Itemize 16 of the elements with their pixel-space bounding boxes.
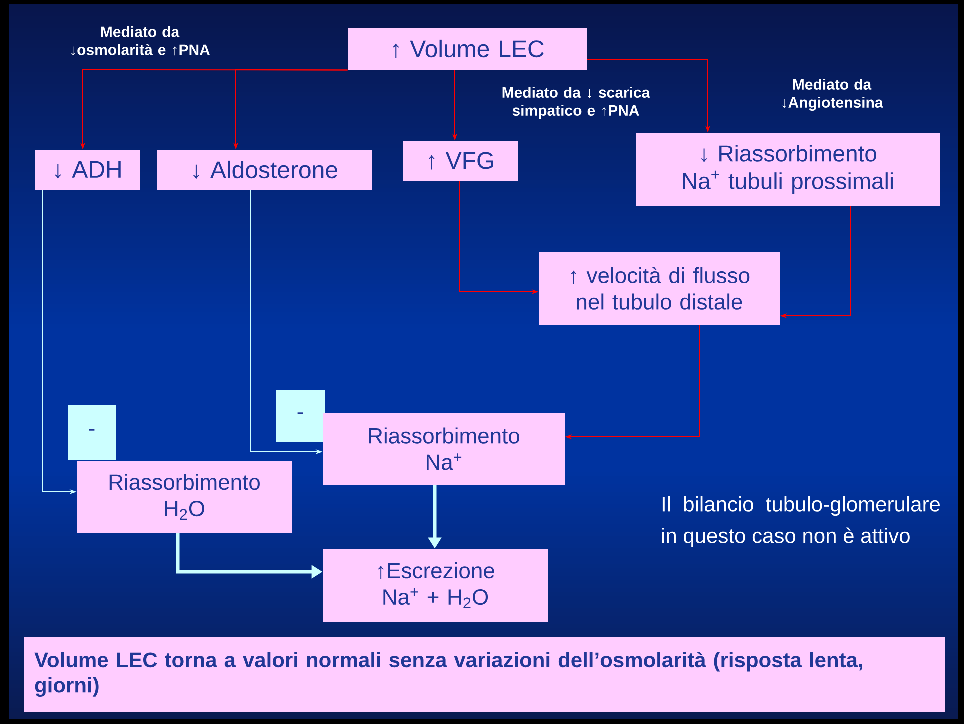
process-box: ↑ Volume LEC — [348, 28, 587, 70]
minus-box: - — [276, 390, 325, 442]
process-box: ↑Escrezione Na$^{+}$ + H$_{2}$O — [323, 549, 548, 622]
annotation-text: Mediato da ↓ scarica simpatico e ↑PNA — [502, 87, 650, 119]
process-box: Riassorbimento Na$^{+}$ — [323, 413, 565, 485]
annotation-text: Mediato da ↓osmolarità e ↑PNA — [72, 26, 210, 56]
conclusion-banner: Volume LEC torna a valori normali senza variazioni dell’osmolarità (risposta lenta, giorni) — [24, 637, 945, 712]
process-box: ↓ Riassorbimento Na$^{+}$ tubuli prossimali — [636, 133, 940, 206]
annotation-text: Mediato da ↓Angiotensina — [782, 78, 884, 112]
process-box: ↓ ADH — [35, 150, 140, 190]
minus-box: - — [68, 405, 116, 460]
process-box: ↑ VFG — [403, 141, 518, 181]
process-box: ↓ Aldosterone — [157, 150, 372, 190]
process-box: Riassorbimento H$_{2}$O — [77, 461, 292, 533]
note-paragraph: Il bilancio tubulo-glomerulare in questo caso non è attivo — [662, 496, 940, 548]
process-box: ↑ velocità di flusso nel tubulo distale — [539, 252, 780, 325]
